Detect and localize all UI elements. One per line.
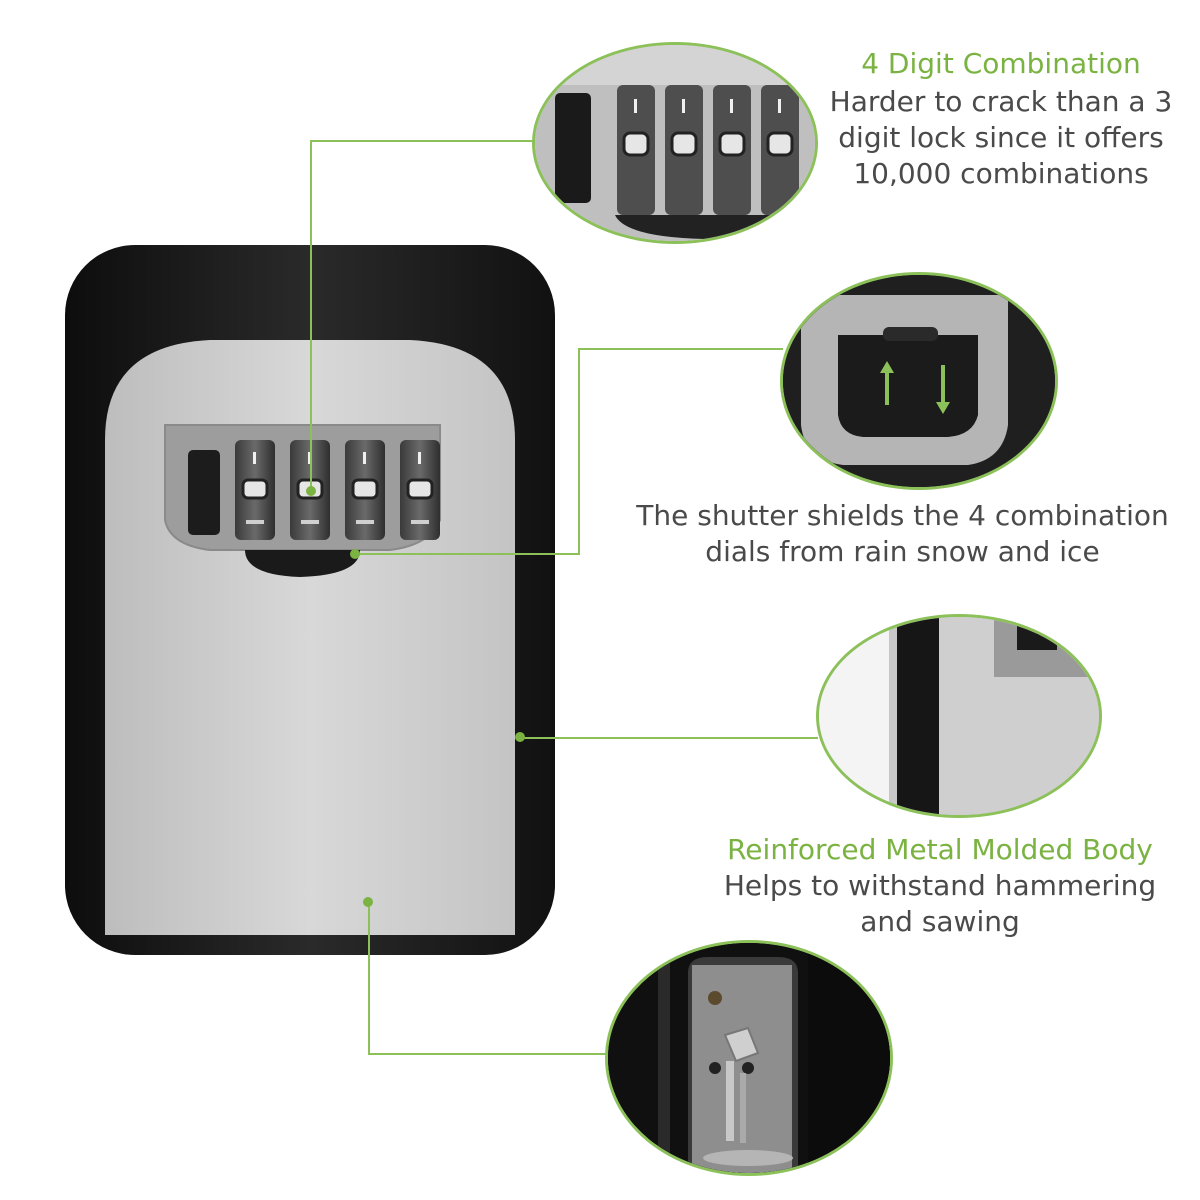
- feature-shutter-line: dials from rain snow and ice: [705, 535, 1100, 568]
- feature-combination-text: 4 Digit Combination Harder to crack than…: [820, 46, 1182, 192]
- callout-line-shutter-horizontal: [355, 553, 580, 555]
- shutter-closeup-bubble: [780, 272, 1058, 490]
- callout-line-shutter-top: [578, 348, 783, 350]
- callout-dot-combination: [306, 486, 316, 496]
- feature-combination-title: 4 Digit Combination: [861, 47, 1141, 80]
- callout-dot-shutter: [350, 549, 360, 559]
- callout-line-combination-horizontal: [310, 140, 538, 142]
- feature-body-text: Reinforced Metal Molded Body Helps to wi…: [700, 832, 1180, 940]
- callout-line-body: [520, 737, 818, 739]
- callout-line-interior-vertical: [368, 903, 370, 1055]
- interior-closeup-bubble: [605, 940, 893, 1176]
- feature-combination-line: digit lock since it offers: [838, 121, 1164, 154]
- feature-shutter-text: The shutter shields the 4 combination di…: [620, 498, 1185, 570]
- feature-body-line: Helps to withstand hammering: [723, 869, 1157, 902]
- callout-line-combination-vertical: [310, 140, 312, 490]
- callout-line-shutter-vertical: [578, 348, 580, 555]
- feature-combination-line: Harder to crack than a 3: [829, 85, 1173, 118]
- feature-body-line: and sawing: [860, 905, 1020, 938]
- callout-dot-body: [515, 732, 525, 742]
- feature-shutter-line: The shutter shields the 4 combination: [636, 499, 1169, 532]
- callout-line-interior-horizontal: [368, 1053, 608, 1055]
- dials-closeup-bubble: [532, 42, 818, 244]
- body-closeup-bubble: [816, 614, 1102, 818]
- feature-combination-line: 10,000 combinations: [853, 157, 1149, 190]
- callout-dot-interior: [363, 897, 373, 907]
- lockbox-product-image: [60, 240, 560, 960]
- feature-body-title: Reinforced Metal Molded Body: [727, 833, 1153, 866]
